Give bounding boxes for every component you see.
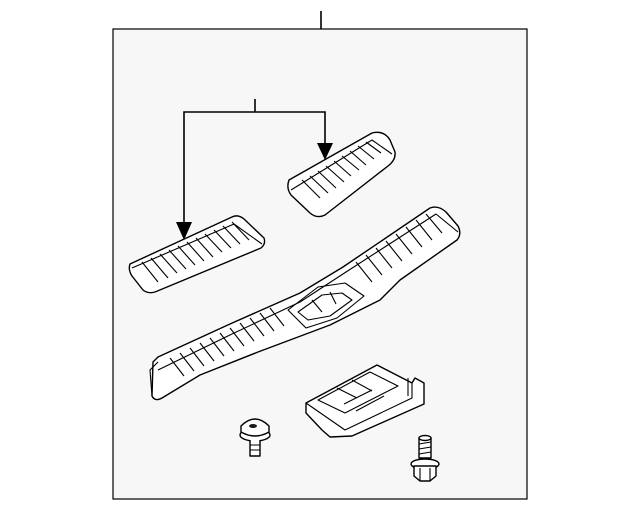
scuff-pad-right[interactable] (287, 131, 396, 218)
scuff-pad-left[interactable] (128, 215, 266, 294)
scuff-plate-main[interactable] (149, 206, 461, 401)
arrow-left-pad (176, 222, 192, 240)
pad-leader-lines (176, 99, 333, 240)
striker-bracket[interactable] (305, 364, 425, 438)
arrow-right-pad (317, 143, 333, 160)
flange-bolt[interactable] (410, 434, 440, 482)
push-clip[interactable] (239, 418, 271, 457)
